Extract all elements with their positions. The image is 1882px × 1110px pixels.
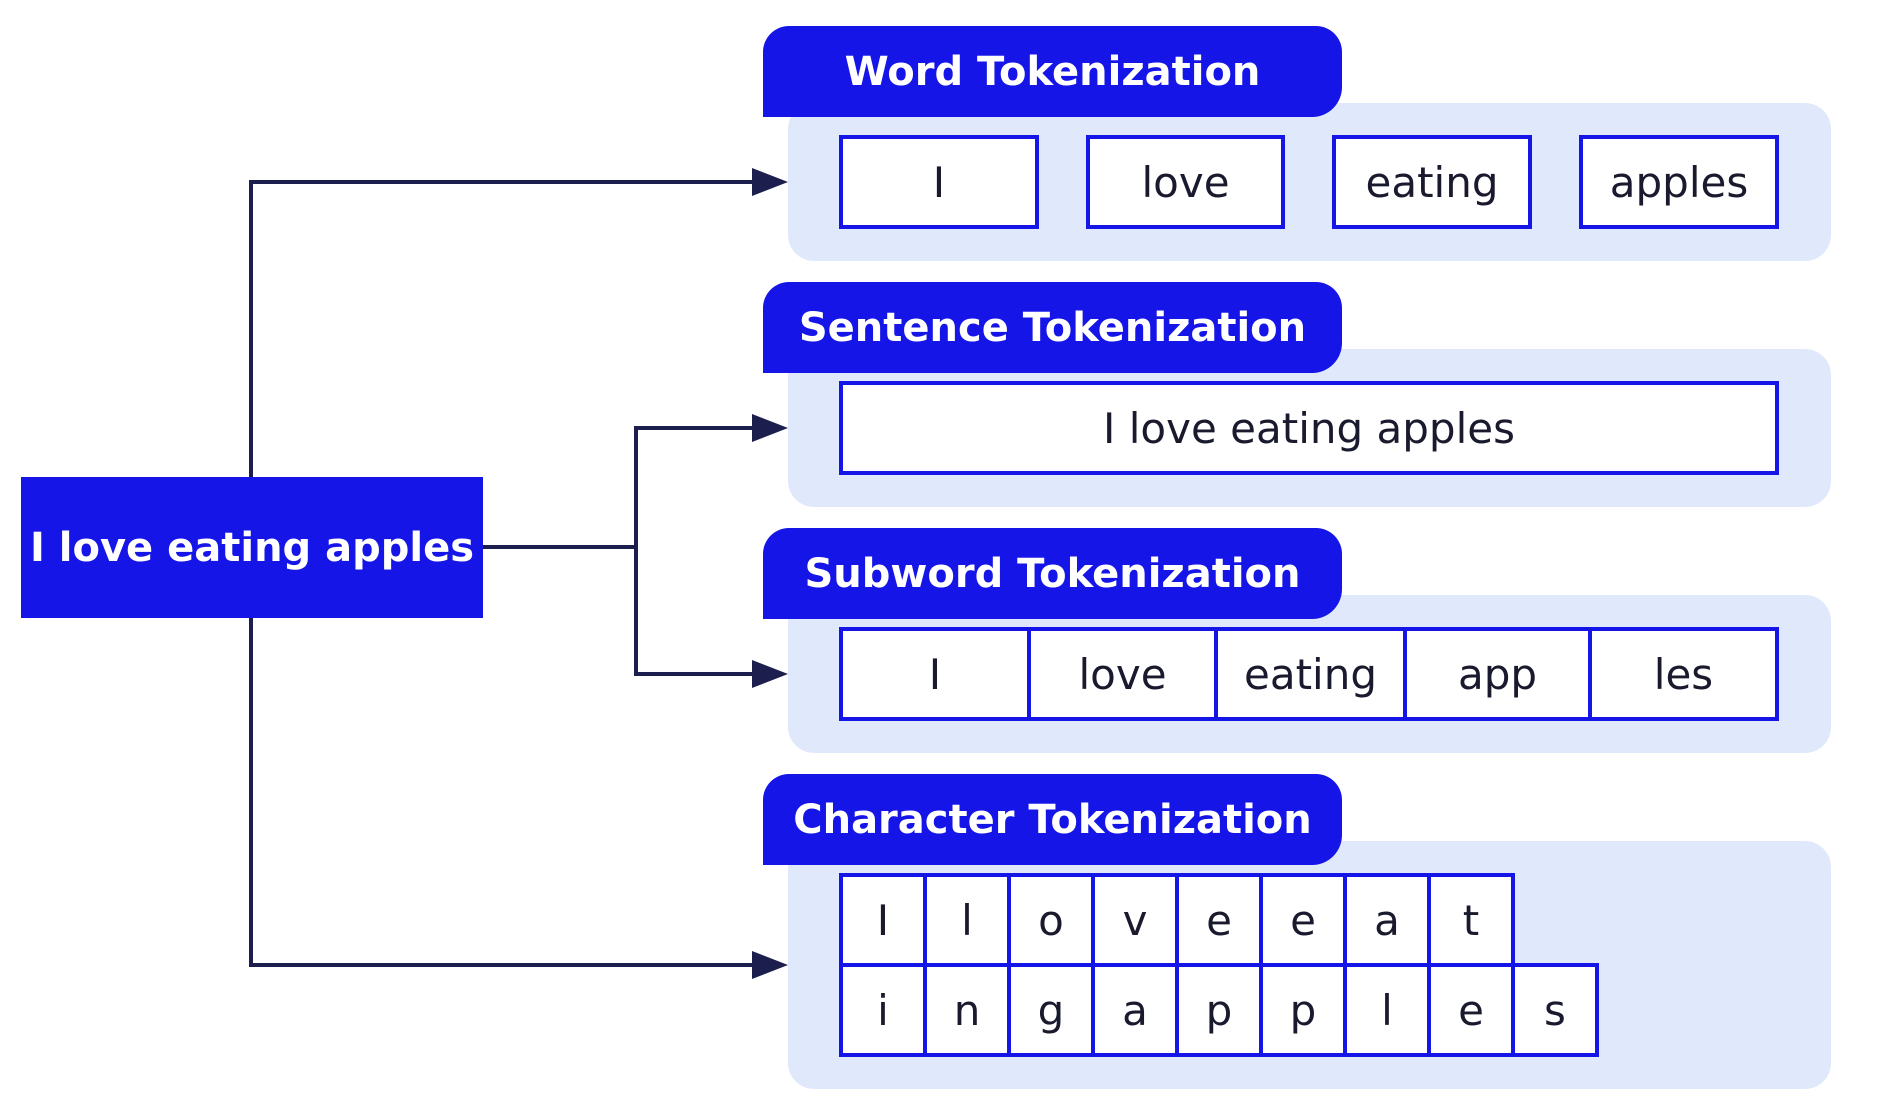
source-sentence-box: I love eating apples <box>21 477 483 618</box>
character-token: g <box>1007 963 1095 1057</box>
subword-tokenization-header: Subword Tokenization <box>763 528 1342 619</box>
word-token: I <box>839 135 1039 229</box>
word-tokenization-title: Word Tokenization <box>844 48 1261 95</box>
character-token: n <box>923 963 1011 1057</box>
subword-token: app <box>1403 627 1592 721</box>
character-token: l <box>1343 963 1431 1057</box>
character-token: s <box>1511 963 1599 1057</box>
source-sentence-text: I love eating apples <box>29 524 475 571</box>
character-token: l <box>923 873 1011 967</box>
arrowhead-subword <box>752 660 788 688</box>
character-tokenization-title: Character Tokenization <box>793 796 1312 843</box>
character-token: p <box>1259 963 1347 1057</box>
sentence-token: I love eating apples <box>839 381 1779 475</box>
arrowhead-word <box>752 168 788 196</box>
character-token: I <box>839 873 927 967</box>
character-tokenization-header: Character Tokenization <box>763 774 1342 865</box>
subword-token: les <box>1588 627 1779 721</box>
character-token: e <box>1259 873 1347 967</box>
character-token: i <box>839 963 927 1057</box>
subword-token: eating <box>1214 627 1407 721</box>
word-token: eating <box>1332 135 1532 229</box>
connector-subword <box>634 547 760 676</box>
character-token: p <box>1175 963 1263 1057</box>
connector-character <box>249 618 760 967</box>
connector-word <box>249 180 760 477</box>
arrowhead-character <box>752 951 788 979</box>
character-token: t <box>1427 873 1515 967</box>
character-token: o <box>1007 873 1095 967</box>
character-token: e <box>1427 963 1515 1057</box>
sentence-tokenization-header: Sentence Tokenization <box>763 282 1342 373</box>
word-token: apples <box>1579 135 1779 229</box>
sentence-tokenization-title: Sentence Tokenization <box>798 304 1307 351</box>
connector-sentence <box>483 426 760 549</box>
character-token: v <box>1091 873 1179 967</box>
character-token: e <box>1175 873 1263 967</box>
character-token: a <box>1343 873 1431 967</box>
subword-token: I <box>839 627 1031 721</box>
word-tokenization-header: Word Tokenization <box>763 26 1342 117</box>
subword-token: love <box>1027 627 1218 721</box>
arrowhead-sentence <box>752 414 788 442</box>
word-token: love <box>1086 135 1285 229</box>
character-token: a <box>1091 963 1179 1057</box>
subword-tokenization-title: Subword Tokenization <box>804 550 1301 597</box>
